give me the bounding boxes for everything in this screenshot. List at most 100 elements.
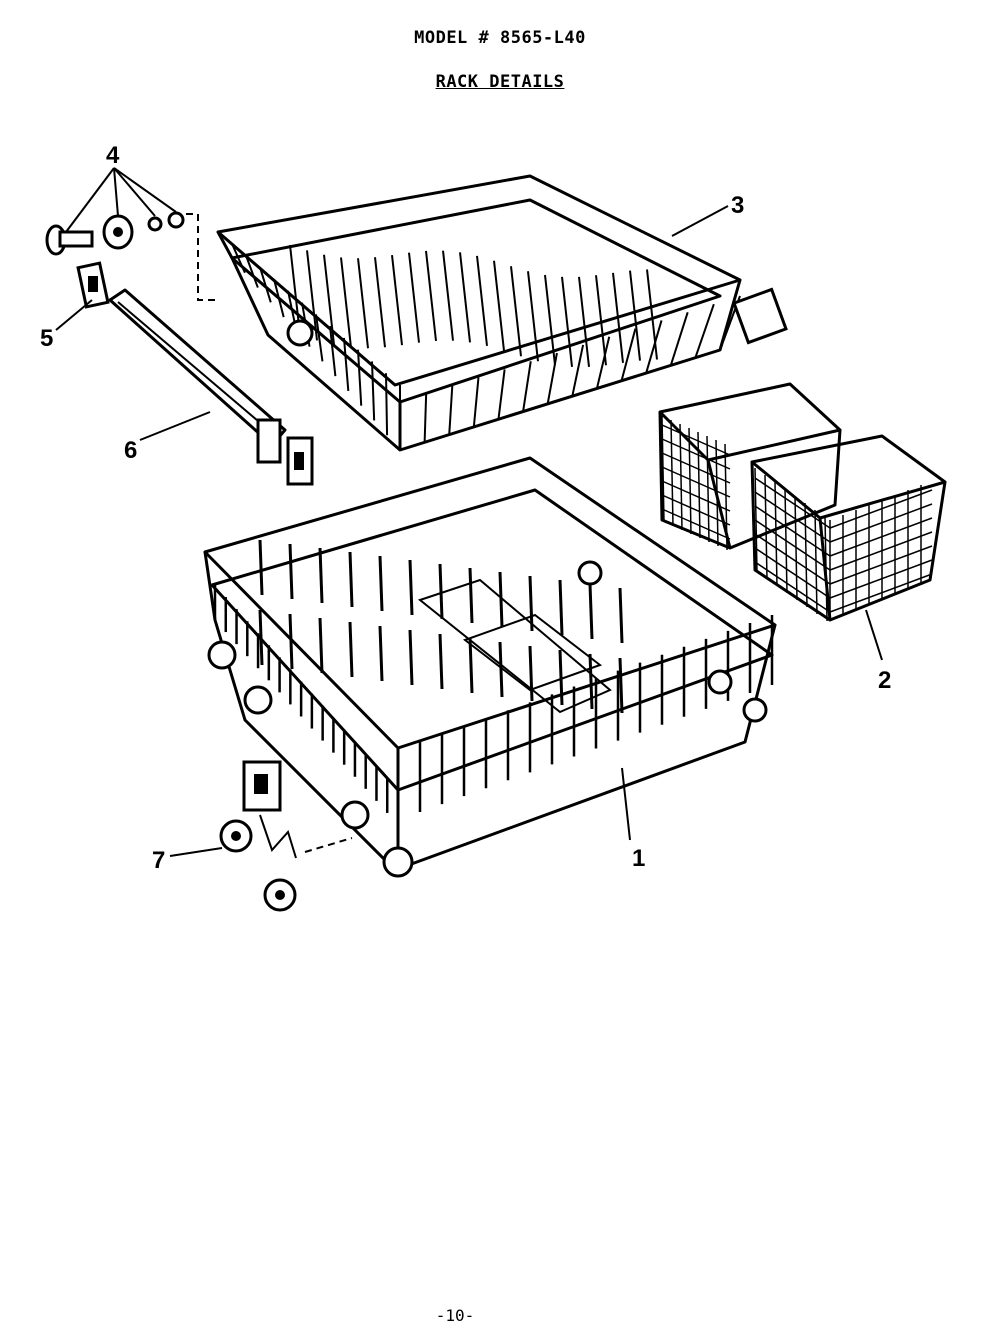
wire: [697, 431, 701, 539]
wire: [348, 551, 354, 608]
wire: [661, 494, 731, 526]
wire: [498, 571, 504, 628]
wire: [794, 495, 798, 601]
silverware-baskets: [658, 382, 947, 622]
callout-1: 1: [632, 845, 645, 872]
wire: [459, 252, 471, 343]
wire: [348, 621, 354, 678]
wire: [288, 613, 294, 670]
callout-5: 5: [40, 325, 53, 352]
wire: [661, 480, 731, 512]
wire: [679, 423, 683, 531]
page-number: -10-: [435, 1306, 475, 1325]
wire: [829, 531, 933, 571]
wire: [423, 393, 428, 443]
wire: [343, 337, 350, 392]
wire: [408, 629, 414, 686]
wire: [661, 466, 731, 498]
wire: [498, 641, 504, 698]
wire: [378, 625, 384, 682]
rack-track: [108, 288, 314, 486]
wire: [645, 320, 663, 374]
wire: [408, 252, 420, 343]
callout-7: 7: [152, 847, 165, 874]
wire: [646, 269, 658, 360]
wire: [288, 543, 294, 600]
wire: [258, 609, 264, 666]
wire: [374, 257, 386, 348]
wire: [318, 617, 324, 674]
wire: [824, 516, 828, 622]
wire: [510, 266, 522, 357]
wire: [754, 491, 831, 543]
wire: [669, 312, 689, 366]
wire: [754, 477, 831, 529]
callout-6: 6: [124, 437, 137, 464]
wire: [315, 314, 324, 362]
model-title: MODEL # 8565-L40: [414, 28, 586, 48]
wire: [323, 254, 335, 345]
wire: [670, 419, 674, 527]
wheel-bracket: [219, 760, 353, 912]
section-title: RACK DETAILS: [435, 72, 565, 92]
wire: [661, 438, 731, 470]
wire: [754, 533, 831, 585]
wire: [715, 439, 719, 547]
wire: [378, 555, 384, 612]
wire: [408, 559, 414, 616]
wire: [306, 250, 318, 341]
wire: [661, 415, 665, 523]
wire: [829, 545, 933, 585]
wire: [528, 575, 534, 632]
callout-2: 2: [878, 667, 891, 694]
wire: [527, 271, 539, 362]
wire: [578, 276, 590, 367]
wire: [754, 547, 831, 599]
wire: [612, 272, 624, 364]
wire: [688, 427, 692, 535]
wire: [814, 509, 818, 615]
wire: [829, 503, 933, 543]
wire: [273, 278, 285, 318]
wire: [561, 276, 573, 368]
wire: [497, 369, 506, 420]
roller-assembly: [45, 211, 215, 301]
wire: [544, 274, 556, 366]
wire: [804, 502, 808, 608]
wire: [618, 657, 624, 714]
wire: [371, 361, 376, 421]
wire: [522, 361, 532, 412]
wire: [357, 349, 363, 406]
callout-4: 4: [106, 142, 120, 169]
wire: [661, 452, 731, 484]
wire: [829, 489, 933, 529]
callout-3: 3: [731, 192, 744, 219]
wire: [438, 633, 444, 690]
wire: [754, 519, 831, 571]
wire: [357, 258, 369, 349]
wire: [217, 231, 233, 259]
wire: [438, 563, 444, 620]
wire: [620, 328, 637, 382]
wire: [595, 336, 611, 389]
lower-rack: [203, 456, 777, 878]
wire: [706, 435, 710, 543]
wire: [754, 505, 831, 557]
wire: [476, 255, 488, 346]
wire: [558, 579, 564, 636]
wire: [468, 637, 474, 694]
wire: [558, 649, 564, 706]
wire: [385, 373, 389, 436]
wire: [571, 344, 585, 397]
wire: [468, 567, 474, 624]
wire: [448, 385, 454, 435]
wire: [629, 270, 641, 361]
wire: [774, 481, 778, 587]
wire: [259, 267, 272, 303]
wire: [764, 474, 768, 580]
wire: [618, 587, 624, 644]
wire: [829, 517, 933, 557]
wire: [546, 352, 558, 405]
callout-leaders: [55, 167, 883, 857]
